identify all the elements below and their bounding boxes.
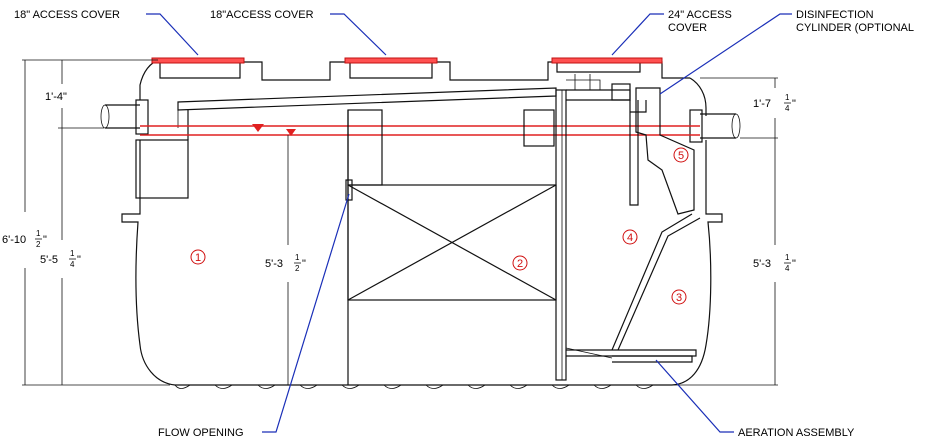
dim-outlet-depth-num: 1: [785, 253, 790, 262]
chamber-1-label: 1: [195, 252, 201, 264]
dim-inlet-top: 1'-4": [45, 91, 67, 103]
callout-flow-opening: FLOW OPENING: [158, 427, 244, 439]
chamber-4-marker: 4: [622, 229, 638, 245]
access-covers: [151, 57, 663, 64]
inlet-pipe: [100, 99, 149, 135]
dim-inlet-depth: 5'-5 1 4 ": [40, 249, 81, 269]
dim-inlet-depth-den: 4: [70, 260, 75, 269]
chamber-numbers: 1 2 3 4 5: [190, 147, 689, 305]
chamber-3-marker: 3: [671, 289, 687, 305]
dim-outlet-depth-close: ": [792, 258, 796, 270]
access-cover-1: [151, 57, 245, 64]
dim-overall-height-close: ": [43, 234, 47, 246]
dim-flow-depth-whole: 5'-3: [265, 258, 283, 270]
dim-inlet-top-text: 1'-4": [45, 91, 67, 103]
dim-outlet-top-close: ": [792, 98, 796, 110]
callout-disinfection-line1: DISINFECTION: [796, 9, 874, 21]
chamber-5-label: 5: [678, 150, 684, 162]
callout-24-access-cover-line2: COVER: [668, 22, 707, 34]
callout-18-access-cover-2: 18"ACCESS COVER: [210, 9, 314, 21]
chamber-2-structure: [345, 109, 557, 385]
chamber-1-marker: 1: [190, 249, 206, 265]
dim-inlet-depth-close: ": [77, 254, 81, 266]
dim-overall-height-num: 1: [36, 229, 41, 238]
dim-outlet-depth-den: 4: [785, 264, 790, 273]
dim-flow-depth-close: ": [302, 258, 306, 270]
dim-overall-height: 6'-10 1 2 ": [2, 229, 47, 249]
access-cover-2: [344, 57, 438, 64]
chamber-3-label: 3: [676, 292, 682, 304]
access-cover-3: [551, 57, 663, 64]
dim-flow-depth-den: 2: [295, 264, 300, 273]
callout-aeration-assembly: AERATION ASSEMBLY: [738, 427, 855, 439]
callout-18-access-cover-1: 18" ACCESS COVER: [14, 9, 120, 21]
callout-leaders: [146, 13, 792, 433]
dim-flow-depth: 5'-3 1 2 ": [265, 253, 306, 273]
top-pipe: [177, 87, 557, 128]
dim-outlet-top: 1'-7 1 4 ": [753, 93, 796, 113]
chamber-2-marker: 2: [512, 255, 528, 271]
inlet-baffle: [135, 110, 189, 199]
dim-overall-height-whole: 6'-10: [2, 234, 26, 246]
dim-outlet-top-whole: 1'-7: [753, 98, 771, 110]
dim-inlet-depth-whole: 5'-5: [40, 254, 58, 266]
dim-outlet-top-num: 1: [785, 93, 790, 102]
dim-inlet-depth-num: 1: [70, 249, 75, 258]
water-line: [140, 124, 700, 136]
chamber-2-label: 2: [517, 258, 523, 270]
dim-flow-depth-num: 1: [295, 253, 300, 262]
aeration-structure: [555, 74, 701, 381]
callout-disinfection-line2: CYLINDER (OPTIONAL: [796, 22, 914, 34]
dim-overall-height-den: 2: [36, 240, 41, 249]
chamber-5-marker: 5: [673, 147, 689, 163]
callout-24-access-cover-line1: 24" ACCESS: [668, 9, 732, 21]
chamber-4-label: 4: [627, 232, 633, 244]
dimension-lines: [22, 59, 778, 386]
dim-outlet-depth: 5'-3 1 4 ": [753, 253, 796, 273]
dim-outlet-depth-whole: 5'-3: [753, 258, 771, 270]
tank-outline: [121, 59, 723, 389]
dim-outlet-top-den: 4: [785, 104, 790, 113]
